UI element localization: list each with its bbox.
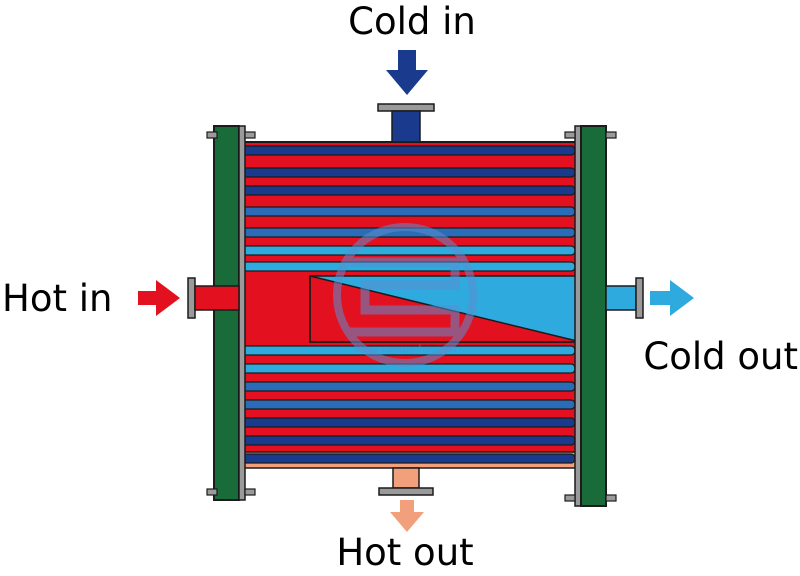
tube-row [238, 185, 576, 196]
tube-row [238, 453, 576, 464]
cold-in-label: Cold in [348, 0, 476, 43]
hot-in-flange [187, 277, 196, 319]
hot-out-nozzle [392, 467, 420, 489]
left-tube-sheet-bar [238, 125, 246, 501]
hot-out-label: Hot out [336, 531, 473, 574]
tube-row [238, 381, 576, 392]
cold-out-flange [635, 277, 644, 319]
arrow-right-icon [650, 280, 694, 316]
tube-row [238, 145, 576, 156]
arrow-down-icon [390, 500, 424, 532]
cold-in-nozzle [391, 110, 421, 143]
cold-out-label: Cold out [643, 335, 798, 378]
arrow-right-icon [138, 280, 180, 316]
arrow-down-icon [386, 50, 428, 95]
left-tube-sheet [213, 125, 240, 501]
tube-row [238, 206, 576, 217]
tube-row [238, 399, 576, 410]
exergy-logo-icon [333, 223, 477, 367]
cold-in-flange [377, 103, 435, 112]
hot-in-nozzle [194, 285, 240, 311]
tube-row [238, 435, 576, 446]
bolts [206, 131, 617, 502]
tube-row [238, 167, 576, 178]
hot-in-label: Hot in [2, 277, 112, 320]
tube-row [238, 417, 576, 428]
cold-out-nozzle [605, 285, 637, 311]
right-tube-sheet [580, 125, 607, 507]
hot-out-flange [378, 487, 434, 496]
tube-row [238, 245, 576, 256]
watermark-text: www.exergy-he.com [354, 344, 455, 355]
